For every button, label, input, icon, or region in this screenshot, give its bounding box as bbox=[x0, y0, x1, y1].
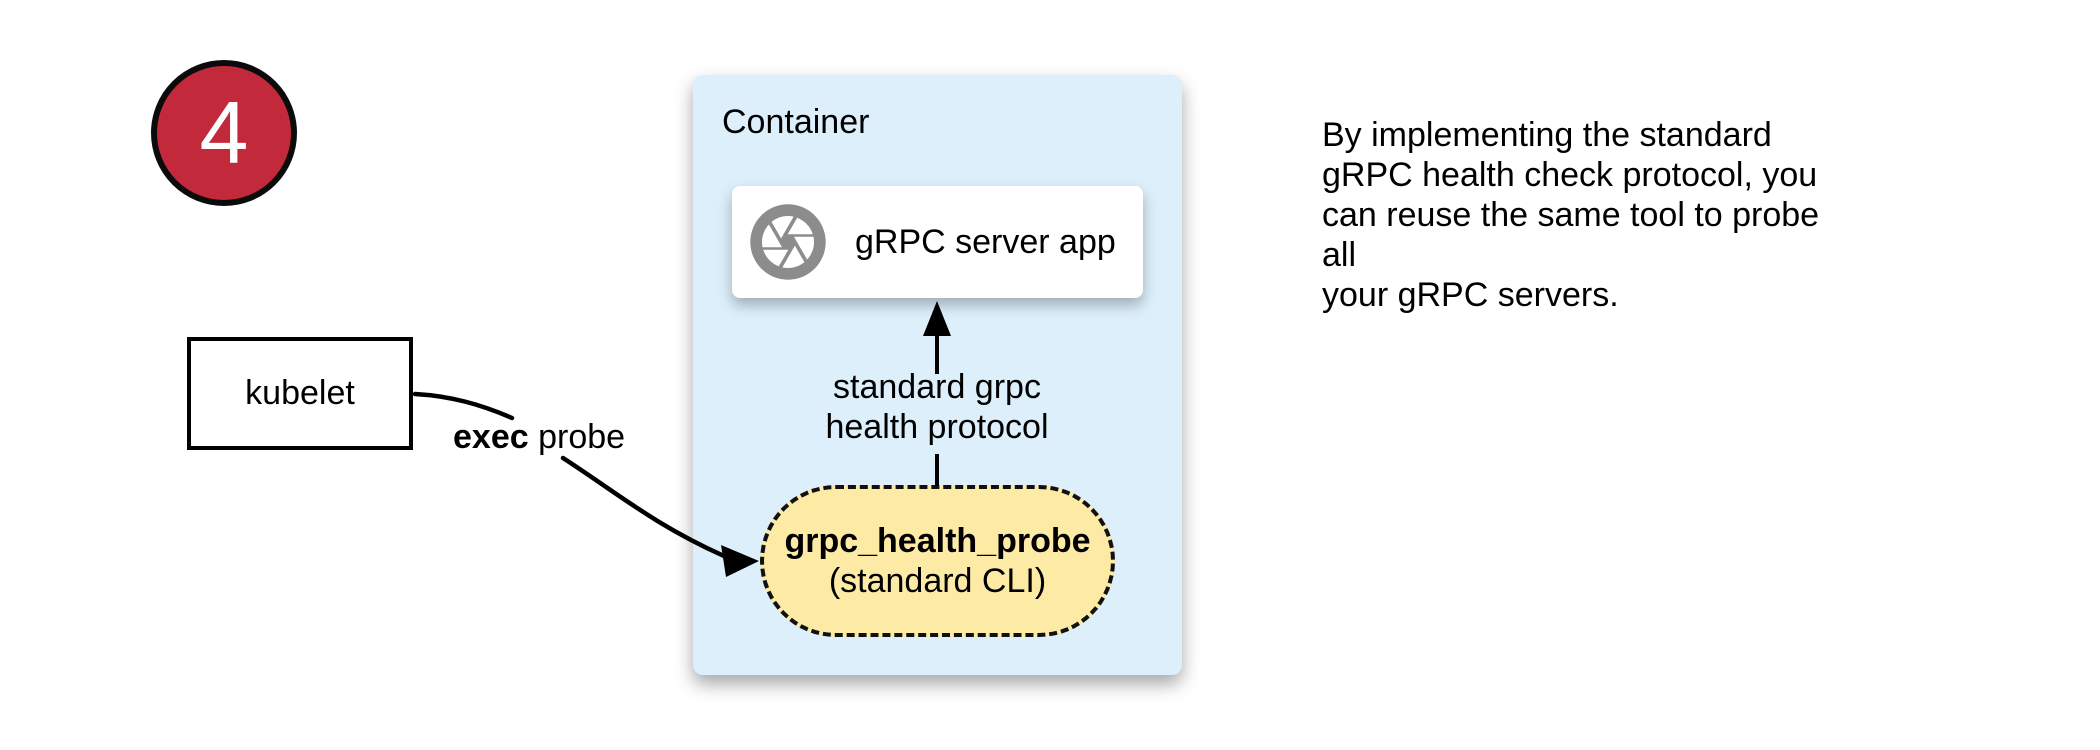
caption-text: By implementing the standard gRPC health… bbox=[1322, 116, 1820, 314]
grpc-server-node: gRPC server app bbox=[732, 186, 1143, 298]
step-number: 4 bbox=[199, 83, 249, 182]
kubelet-label: kubelet bbox=[245, 374, 355, 412]
container-group: Container gRPC server app standard grpc … bbox=[693, 75, 1182, 675]
probe-title: grpc_health_probe bbox=[784, 522, 1091, 560]
exec-probe-rest: probe bbox=[528, 418, 626, 456]
step-badge: 4 bbox=[151, 60, 297, 206]
exec-probe-label: exec probe bbox=[453, 417, 625, 457]
kubelet-node: kubelet bbox=[187, 337, 413, 450]
container-title: Container bbox=[722, 103, 870, 141]
aperture-icon bbox=[750, 204, 826, 280]
probe-subtitle: (standard CLI) bbox=[828, 562, 1047, 600]
exec-keyword: exec bbox=[453, 418, 529, 456]
health-protocol-label: standard grpc health protocol bbox=[825, 368, 1049, 446]
grpc-health-probe-node: grpc_health_probe (standard CLI) bbox=[760, 485, 1115, 637]
grpc-server-label: gRPC server app bbox=[855, 222, 1116, 261]
